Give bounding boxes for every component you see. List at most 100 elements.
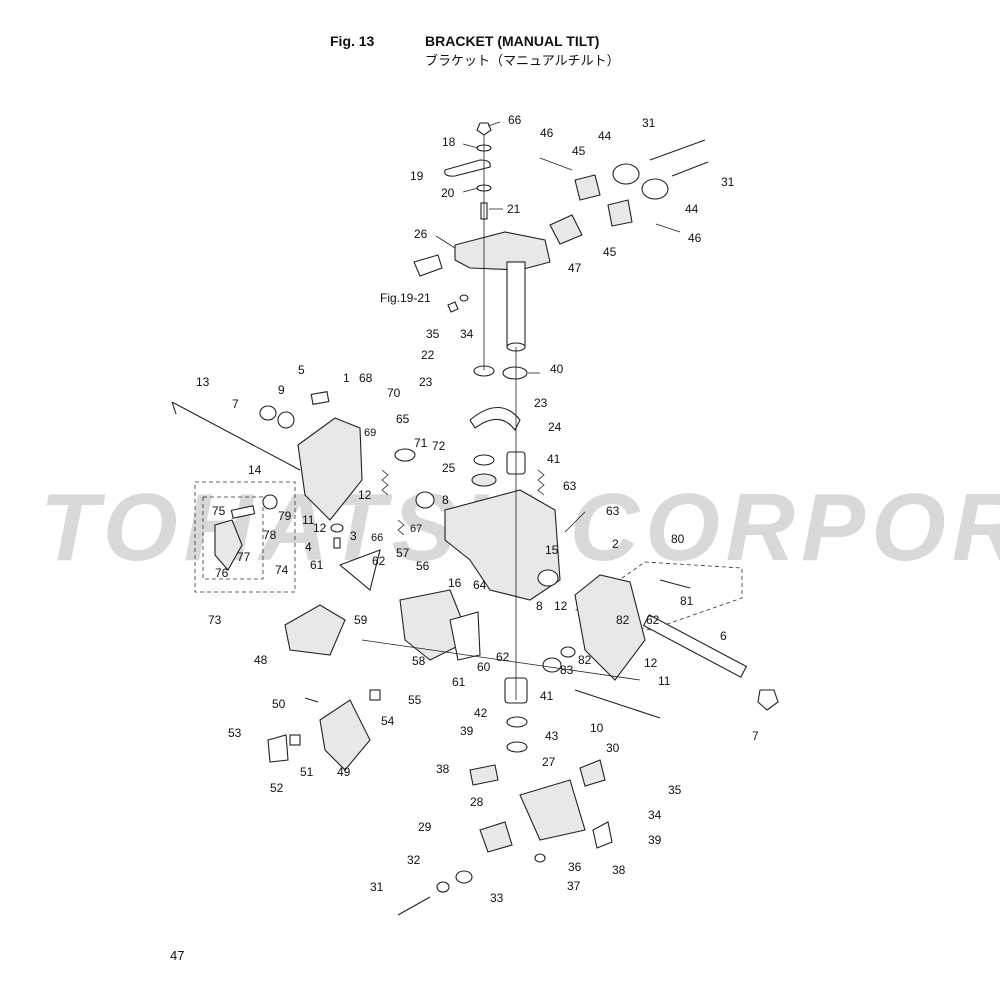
callout-4: 4 — [305, 540, 312, 554]
callout-5: 5 — [298, 363, 305, 377]
callout-49: 49 — [337, 765, 351, 779]
callout-42: 42 — [474, 706, 488, 720]
part-75-pin — [230, 505, 256, 519]
callout-58: 58 — [412, 654, 426, 668]
part-46-bolt-lower — [655, 223, 681, 233]
callout-17: 66 — [508, 113, 522, 127]
right-clamp-assembly — [542, 574, 779, 719]
callout-81: 81 — [680, 594, 694, 608]
callout-61: 61 — [310, 558, 324, 572]
callout-labels: 66 — [508, 113, 522, 127]
callout-11: 11 — [658, 674, 671, 688]
callout-26: 26 — [414, 227, 428, 241]
part-25-gear — [471, 473, 497, 487]
callout-71: 71 — [414, 436, 428, 450]
callout-43: 43 — [545, 729, 559, 743]
part-61-plate — [338, 549, 381, 591]
callout-62: 62 — [372, 554, 386, 568]
callout-11: 11 — [302, 513, 315, 527]
callout-6: 6 — [720, 629, 727, 643]
part-38-bracket-left — [469, 764, 499, 786]
callout-47: 47 — [568, 261, 582, 275]
callout-15: 15 — [545, 543, 559, 557]
part-1-clamp-bracket-left — [297, 417, 363, 521]
callout-12: 12 — [313, 521, 327, 535]
callout-13: 13 — [196, 375, 210, 389]
callout-38: 38 — [612, 863, 626, 877]
part-33-washer — [455, 870, 473, 884]
callout-45: 45 — [603, 245, 617, 259]
part-7-nut-left — [259, 405, 277, 421]
callout-24: 24 — [548, 420, 562, 434]
callout-21: 21 — [507, 202, 521, 216]
part-30-block — [579, 759, 606, 787]
callout-35: 35 — [426, 327, 440, 341]
callout-35: 35 — [668, 783, 682, 797]
part-28-block — [479, 821, 513, 853]
callout-12: 12 — [554, 599, 568, 613]
part-10-rod — [574, 689, 661, 719]
callout-82: 82 — [578, 653, 592, 667]
callout-23: 23 — [419, 375, 433, 389]
page-number: 47 — [170, 948, 185, 963]
left-clamp-assembly — [171, 391, 416, 549]
part-65-knob — [394, 448, 416, 462]
callout-62: 62 — [646, 613, 660, 627]
part-3-bolt — [333, 537, 341, 549]
callout-61: 61 — [452, 675, 466, 689]
callout-18: 18 — [442, 135, 456, 149]
callout-63: 63 — [606, 504, 620, 518]
part-76-lever — [214, 519, 243, 571]
callout-76: 76 — [215, 566, 229, 580]
part-44-ring-lower — [641, 178, 669, 200]
part-27-bottom-swivel — [519, 779, 586, 841]
callout-60: 60 — [477, 660, 491, 674]
leader-59 — [361, 639, 641, 681]
callout-50: 50 — [272, 697, 286, 711]
callout-39: 39 — [648, 833, 662, 847]
callout-32: 32 — [407, 853, 421, 867]
callout-82: 82 — [616, 613, 630, 627]
part-number-labels: 1234567788910111112121212131415161819202… — [196, 116, 759, 905]
callout-34: 34 — [648, 808, 662, 822]
callout-46: 46 — [688, 231, 702, 245]
callout-37: 37 — [567, 879, 581, 893]
callout-63: 63 — [563, 479, 577, 493]
callout-44: 44 — [598, 129, 612, 143]
callout-28: 28 — [470, 795, 484, 809]
callout-7: 7 — [232, 397, 239, 411]
callout-40: 40 — [550, 362, 564, 376]
part-82-washer — [560, 646, 576, 658]
part-9-washer — [277, 411, 295, 429]
part-46-bolt-upper — [539, 157, 573, 171]
callout-12: 12 — [358, 488, 372, 502]
part-66-spring — [381, 469, 389, 496]
part-45-mount-right — [607, 199, 633, 227]
callout-74: 74 — [275, 563, 289, 577]
part-17-nut — [476, 122, 492, 136]
callout-22: 22 — [421, 348, 435, 362]
callout-65: 65 — [396, 412, 410, 426]
callout-59: 59 — [354, 613, 368, 627]
callout-19: 19 — [410, 169, 424, 183]
reference-fig-19-21: Fig.19-21 — [380, 291, 431, 305]
callout-30: 30 — [606, 741, 620, 755]
callout-79: 79 — [278, 509, 292, 523]
leader-26 — [435, 235, 456, 249]
callout-46: 46 — [540, 126, 554, 140]
part-78-washer — [262, 494, 278, 510]
part-35-nut — [447, 301, 459, 313]
part-44-ring-upper — [612, 163, 640, 185]
part-plate-fig19 — [413, 254, 443, 277]
callout-1: 1 — [343, 371, 350, 385]
callout-2: 2 — [612, 537, 619, 551]
part-8-bushing-right — [537, 569, 559, 587]
callout-39: 39 — [460, 724, 474, 738]
part-51-pin — [289, 734, 301, 746]
part-7-nut-right — [757, 689, 779, 711]
callout-66: 66 — [371, 532, 383, 544]
leader-17 — [487, 121, 501, 127]
callout-8: 8 — [536, 599, 543, 613]
part-6-thru-tube — [642, 614, 748, 678]
part-24-arm — [469, 407, 521, 432]
